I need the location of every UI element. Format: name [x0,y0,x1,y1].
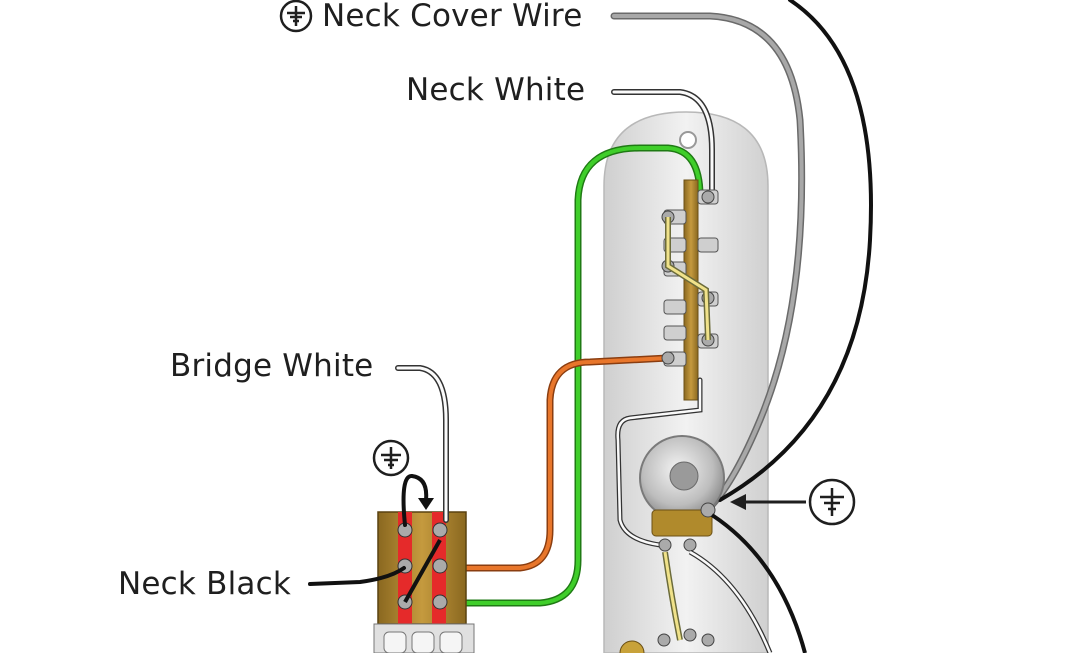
switch-ground-arrow-icon [418,498,434,510]
pot-ground-arrow-icon [730,494,746,510]
ground-black-wire [718,0,873,502]
ground-symbol-icon [808,478,856,526]
screw-hole-top [679,131,697,149]
label-bridge-white: Bridge White [170,348,374,384]
ground-symbol-icon [372,439,410,477]
switch-ground-loop [401,474,429,527]
black-wire-bottom [710,513,807,654]
selector-switch [373,511,475,654]
volume-pot [639,435,725,552]
ground-symbol-icon [279,0,313,33]
pickup-terminal-strip [661,179,719,401]
label-neck-cover-wire: Neck Cover Wire [322,0,583,34]
neck-black-wire [308,566,406,586]
label-neck-black: Neck Black [118,566,291,602]
label-neck-white: Neck White [406,72,586,108]
